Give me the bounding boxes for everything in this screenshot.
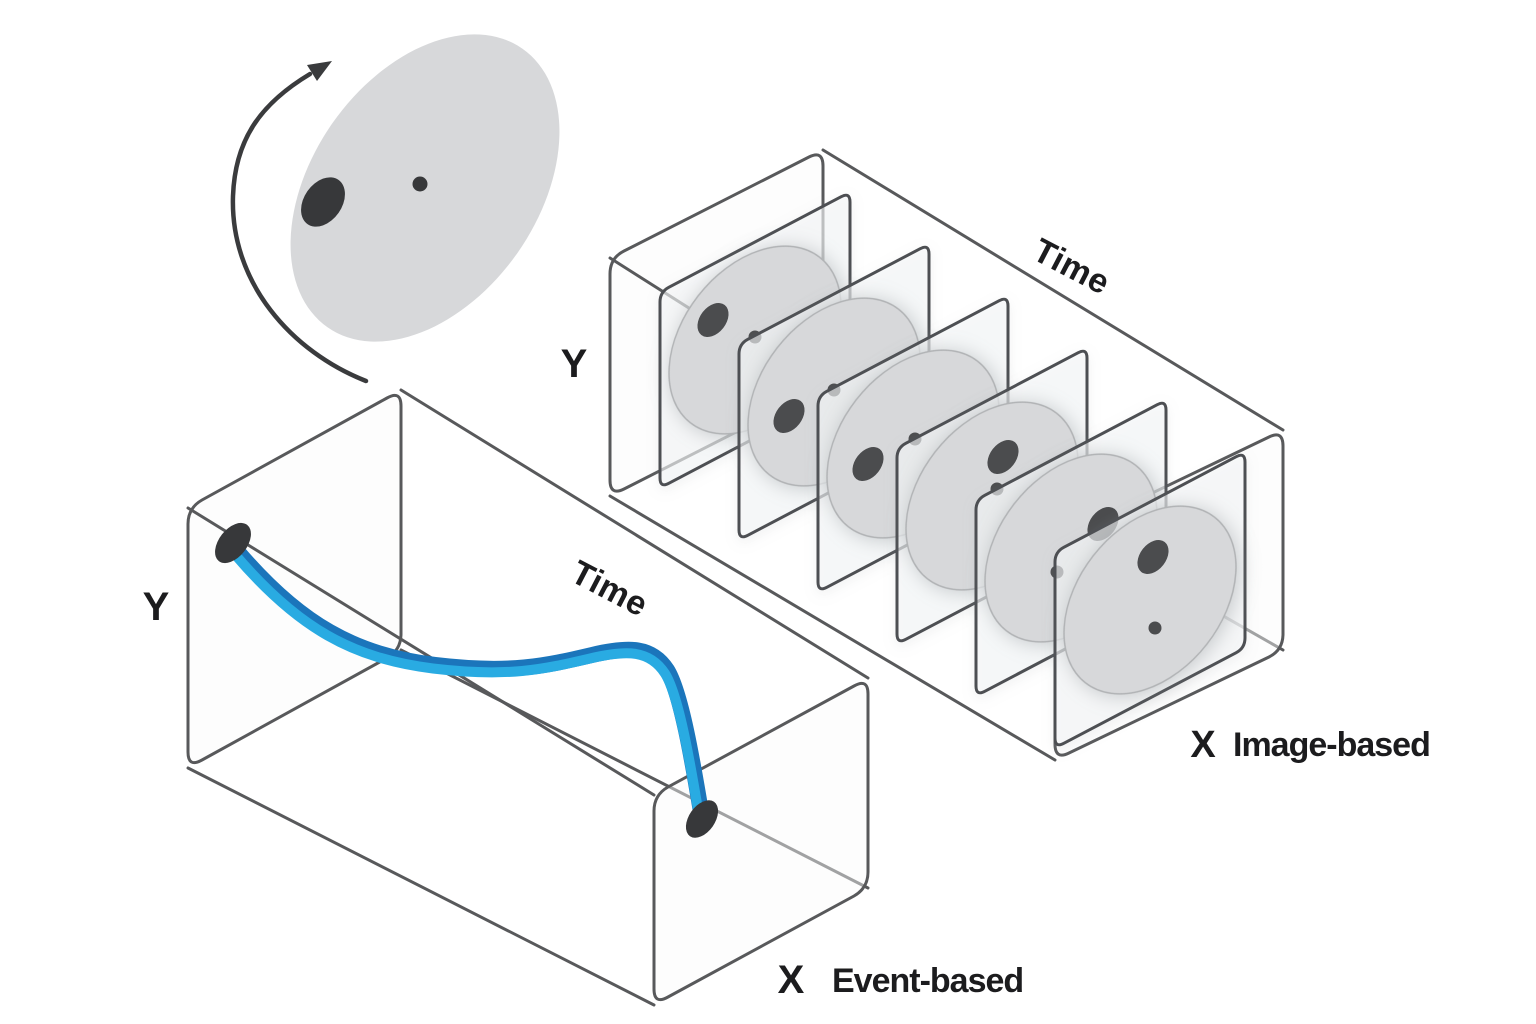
event-based-box: Y Time X Event-based — [143, 388, 1024, 1007]
frame-disc-big-dot — [697, 303, 729, 337]
legend-disc-big-dot — [301, 177, 345, 227]
image-box-edge-top — [821, 148, 1285, 432]
image-based-box: Y Time X Image-based — [561, 148, 1431, 766]
frame-disc-small-dot — [1148, 621, 1162, 635]
event-box-edge-top — [399, 388, 870, 680]
event-box-front-face — [652, 681, 870, 1002]
event-end-dot — [685, 800, 719, 838]
frame-disc-big-dot — [852, 447, 884, 481]
image-time-axis-label: Time — [1027, 231, 1116, 302]
image-box-edge-bottom — [608, 494, 1057, 762]
event-box-edge-lower-right — [399, 648, 870, 890]
frame-disc-big-dot — [987, 440, 1019, 474]
image-y-axis-label: Y — [561, 342, 588, 386]
rotation-arrow-icon — [230, 71, 369, 384]
rotation-arrowhead-icon — [307, 61, 332, 81]
legend-disc-small-dot — [412, 176, 428, 192]
image-x-axis-label: X — [1190, 724, 1216, 766]
event-start-dot — [215, 522, 251, 564]
image-frame — [1053, 453, 1247, 747]
event-box-edge-bottom — [186, 766, 656, 1007]
event-x-axis-label: X — [778, 958, 805, 1002]
event-box-edge-upper-left — [186, 506, 656, 797]
rotating-disc-legend — [230, 34, 560, 384]
event-box-back-face — [186, 393, 403, 765]
frame-disc-big-dot — [1137, 540, 1169, 574]
image-box-caption: Image-based — [1233, 726, 1430, 764]
event-y-axis-label: Y — [143, 585, 170, 629]
event-trajectory-ribbon-light — [230, 549, 704, 821]
event-time-axis-label: Time — [565, 553, 654, 624]
event-box-caption: Event-based — [832, 962, 1023, 1000]
frame-disc-big-dot — [773, 399, 805, 433]
image-frames — [658, 193, 1247, 747]
frame-disc — [1063, 505, 1237, 695]
